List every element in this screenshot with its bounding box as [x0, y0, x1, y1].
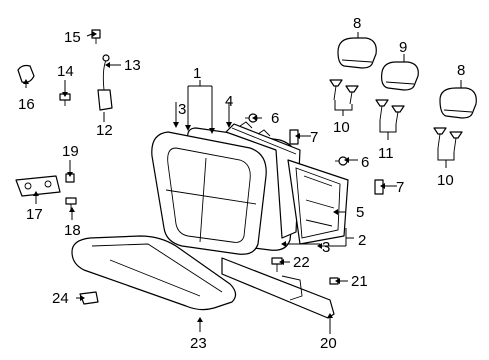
- callout-18: 18: [64, 222, 81, 239]
- clip-7-upper: [289, 129, 299, 145]
- callout-10-left: 10: [333, 119, 350, 136]
- bolt-22: [271, 257, 283, 272]
- bracket-17: [15, 175, 61, 197]
- headrest-right: [439, 87, 477, 119]
- callout-7-upper: 7: [310, 129, 318, 146]
- leader-lines: [25, 32, 462, 334]
- callout-9: 9: [399, 39, 407, 56]
- callout-8-left: 8: [353, 15, 361, 32]
- callout-3-upper: 3: [178, 101, 186, 118]
- headrest-center: [381, 61, 419, 91]
- callout-7-lower: 7: [396, 179, 404, 196]
- callout-4: 4: [225, 93, 233, 110]
- latch-cable-12-13: [97, 54, 113, 111]
- callout-14: 14: [57, 63, 74, 80]
- callout-24: 24: [52, 290, 69, 307]
- callout-6-upper: 6: [271, 110, 279, 127]
- callout-20: 20: [320, 335, 337, 352]
- callout-10-right: 10: [437, 172, 454, 189]
- headrest-guides: [329, 79, 463, 153]
- clip-7-lower: [374, 179, 384, 195]
- callout-labels: 1 2 3 3 4 5 6 6 7 7 8 8 9 10 10 11 12 13…: [18, 15, 465, 352]
- callout-15: 15: [64, 29, 81, 46]
- seat-back-front: [151, 131, 267, 255]
- callout-5: 5: [356, 204, 364, 221]
- callout-19: 19: [62, 143, 79, 160]
- callout-17: 17: [26, 206, 43, 223]
- callout-21: 21: [351, 273, 368, 290]
- callout-2: 2: [358, 232, 366, 249]
- callout-23: 23: [190, 335, 207, 352]
- callout-12: 12: [96, 122, 113, 139]
- callout-11: 11: [378, 145, 394, 162]
- callout-8-right: 8: [457, 62, 465, 79]
- callout-1: 1: [193, 65, 201, 82]
- headrest-left: [337, 37, 377, 69]
- callout-16: 16: [18, 96, 35, 113]
- bolt-6-lower: [335, 156, 348, 166]
- bolt-21: [329, 277, 339, 285]
- callout-13: 13: [124, 57, 141, 74]
- callout-22: 22: [293, 254, 310, 271]
- arrowheads: [23, 31, 385, 322]
- seat-back-frame: [225, 121, 349, 245]
- clip-24: [79, 291, 99, 305]
- seat-cushion: [71, 235, 237, 311]
- callout-3-lower: 3: [322, 239, 330, 256]
- callout-6-lower: 6: [361, 154, 369, 171]
- cushion-frame: [221, 257, 335, 319]
